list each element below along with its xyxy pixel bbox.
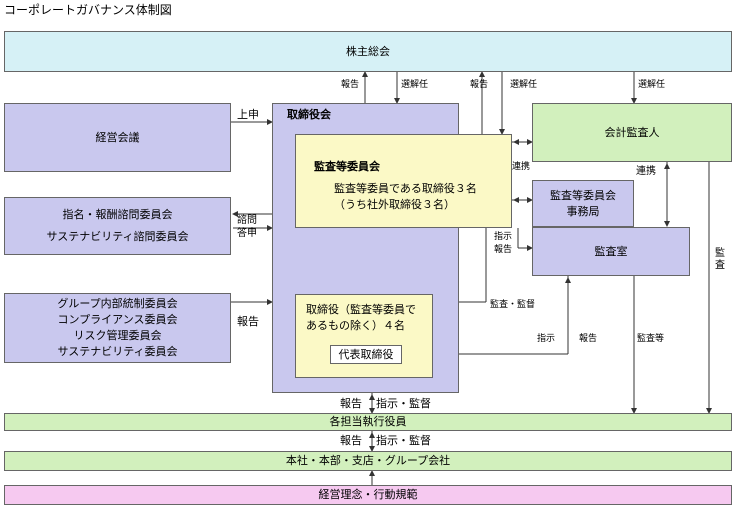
representative-director-label: 代表取締役: [338, 347, 394, 361]
label-report-audit-office: 報告: [494, 245, 513, 255]
label-instruct-supervise-group: 指示・監督: [376, 434, 431, 447]
management-philosophy-box: 経営理念・行動規範: [4, 485, 732, 505]
accounting-auditor-label: 会計監査人: [604, 125, 660, 139]
audit-committee-desc: 監査等委員である取締役３名: [334, 182, 477, 195]
committee-item: コンプライアンス委員会: [57, 313, 178, 326]
secretariat-label-line1: 監査等委員会: [550, 188, 616, 202]
executive-officers-box: 各担当執行役員: [4, 413, 732, 431]
committee-item: サステナビリティ委員会: [57, 345, 178, 358]
label-report-board-exec: 報告: [340, 397, 362, 410]
label-consult: 諮問: [237, 215, 257, 226]
label-answer: 答申: [237, 228, 257, 239]
label-instruct-office-rep: 指示: [537, 334, 556, 344]
label-instruct-supervise-exec: 指示・監督: [376, 397, 431, 410]
accounting-auditor-box: 会計監査人: [532, 103, 732, 162]
board-of-directors-label: 取締役会: [287, 108, 331, 121]
internal-audit-office-box: 監査室: [532, 227, 690, 276]
label-report-exec-group: 報告: [340, 434, 362, 447]
label-submit: 上申: [237, 108, 259, 121]
shareholders-meeting-box: 株主総会: [4, 31, 732, 72]
audit-committee-box: 監査等委員会 監査等委員である取締役３名 （うち社外取締役３名）: [295, 134, 512, 228]
label-cooperate-audit-auditor: 連携: [512, 162, 531, 172]
management-philosophy-label: 経営理念・行動規範: [318, 488, 418, 501]
representative-director-box: 代表取締役: [330, 345, 402, 364]
management-council-label: 経営会議: [95, 130, 140, 144]
label-report-office-rep: 報告: [579, 334, 598, 344]
directors-label-line1: 取締役（監査等委員で: [306, 303, 416, 316]
label-appoint-board: 選解任: [401, 80, 429, 90]
audit-committee-secretariat-box: 監査等委員会 事務局: [532, 180, 634, 227]
committee-item: グループ内部統制委員会: [57, 297, 178, 310]
directors-box: 取締役（監査等委員で あるもの除く）４名: [295, 294, 433, 378]
advisory-committees-box: 指名・報酬諮問委員会 サステナビリティ諮問委員会: [4, 197, 231, 255]
label-appoint-audit: 選解任: [510, 80, 538, 90]
group-companies-box: 本社・本部・支店・グループ会社: [4, 451, 732, 471]
internal-audit-office-label: 監査室: [594, 244, 628, 258]
label-cooperate-auditor-office: 連携: [636, 166, 656, 177]
label-audit-supervise-directors: 監査・監督: [490, 300, 536, 310]
executive-officers-label: 各担当執行役員: [329, 415, 407, 428]
label-report-committees: 報告: [237, 315, 259, 328]
label-report-audit-shareholders: 報告: [470, 80, 489, 90]
group-companies-label: 本社・本部・支店・グループ会社: [285, 454, 451, 467]
label-audit-etc: 監査等: [637, 334, 665, 344]
sustainability-advisory-committee: サステナビリティ諮問委員会: [46, 230, 189, 243]
label-appoint-auditor: 選解任: [638, 80, 666, 90]
page-title: コーポレートガバナンス体制図: [4, 3, 172, 17]
label-audit-vertical: 監査: [715, 248, 725, 271]
committee-item: リスク管理委員会: [73, 329, 162, 342]
label-instruct-audit-office: 指示: [494, 232, 513, 242]
shareholders-meeting-label: 株主総会: [346, 44, 390, 58]
label-report-board-shareholders: 報告: [341, 80, 360, 90]
directors-label-line2: あるもの除く）４名: [306, 319, 405, 332]
internal-committees-box: グループ内部統制委員会 コンプライアンス委員会 リスク管理委員会 サステナビリテ…: [4, 293, 231, 363]
secretariat-label-line2: 事務局: [566, 204, 600, 218]
nomination-compensation-committee: 指名・報酬諮問委員会: [62, 208, 173, 221]
audit-committee-desc-outside: （うち社外取締役３名）: [334, 198, 455, 211]
management-council-box: 経営会議: [4, 103, 231, 172]
audit-committee-title: 監査等委員会: [314, 160, 380, 173]
